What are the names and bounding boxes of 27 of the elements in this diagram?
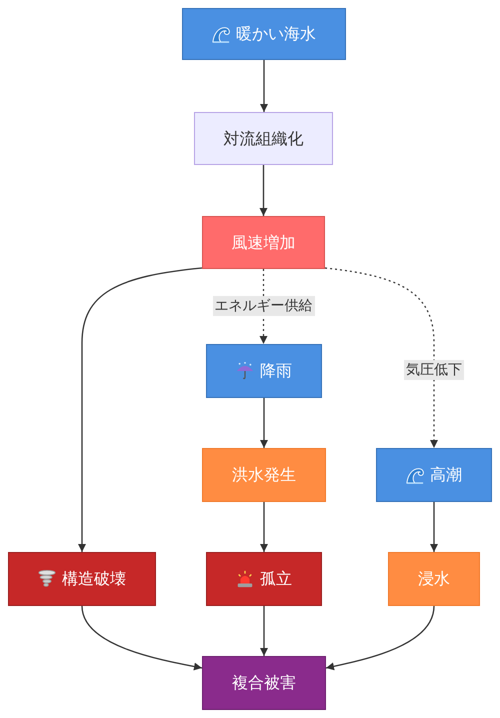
node-label: 降雨: [260, 361, 292, 381]
arrow: [260, 398, 268, 448]
arrow: [260, 165, 268, 216]
process-box: 浸水: [388, 552, 480, 606]
process-box: [376, 448, 492, 502]
edge-label: 気圧低下: [404, 360, 464, 380]
arrow: [78, 267, 202, 552]
process-box: [182, 8, 346, 60]
node-label: 高潮: [430, 465, 462, 485]
node-label: 孤立: [260, 569, 292, 589]
process-box: 洪水発生: [202, 448, 326, 502]
node-label: 構造破壊: [62, 569, 126, 589]
process-box: 風速増加: [202, 216, 325, 269]
node-label: 暖かい海水: [236, 24, 316, 44]
arrow: [260, 606, 268, 656]
arrow: [430, 502, 438, 552]
arrow: [260, 60, 268, 112]
edge-label: エネルギー供給: [212, 296, 314, 316]
process-box: 対流組織化: [194, 112, 333, 165]
process-box: [206, 344, 322, 398]
process-box: 複合被害: [202, 656, 326, 710]
arrow: [260, 502, 268, 552]
process-box: [8, 552, 156, 606]
arrow: [324, 267, 438, 448]
process-box: [206, 552, 322, 606]
arrow: [326, 606, 435, 670]
arrow: [81, 606, 202, 670]
